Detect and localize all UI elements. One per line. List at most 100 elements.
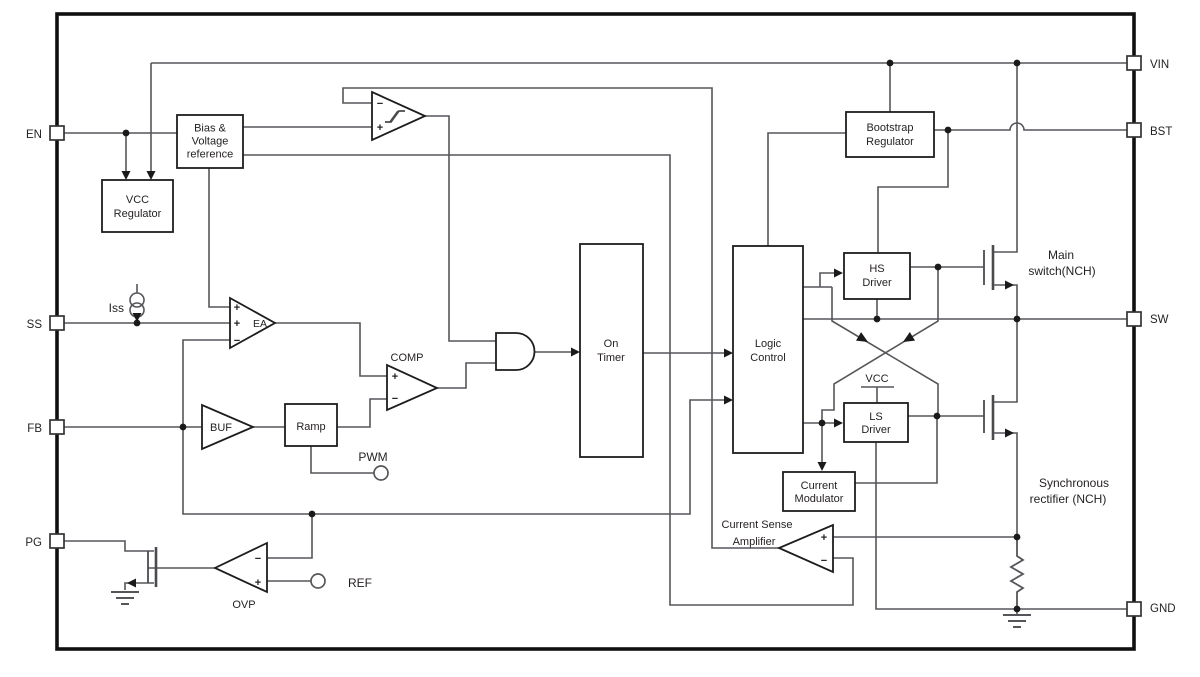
csa-plus-sign: +	[821, 532, 827, 544]
ea-amplifier	[229, 296, 277, 350]
wire-cross-hs-to-ls	[821, 267, 939, 423]
logic-label-2: Control	[750, 352, 785, 364]
wire-pg-drain	[64, 540, 154, 552]
iss-label: Iss	[109, 301, 124, 315]
wire-csa-out-to-schmitt-minus	[342, 87, 779, 549]
buf-amplifier	[201, 403, 256, 451]
ontimer-label-2: Timer	[597, 352, 625, 364]
ic-outline	[55, 12, 1136, 651]
hs-driver-label-2: Driver	[862, 277, 892, 289]
csa-label-2: Amplifier	[733, 536, 776, 548]
schmitt-plus-sign: +	[377, 122, 383, 134]
junction-dots	[122, 59, 1021, 613]
main-switch-mosfet	[983, 63, 1018, 319]
block-bootstrap-regulator	[845, 111, 935, 158]
current-sense-amplifier	[776, 523, 834, 574]
logic-label-1: Logic	[755, 338, 782, 350]
pin-gnd-pad	[1126, 601, 1142, 617]
pwm-terminal	[373, 465, 389, 481]
wire-ls-gnd-rail	[875, 442, 1127, 610]
bias-label-1: Bias &	[194, 123, 226, 135]
main-switch-label-1: Main	[1048, 248, 1074, 262]
main-fet-arrow	[1005, 280, 1014, 290]
ea-plus-mid-sign: +	[234, 318, 240, 330]
bootstrap-label-2: Regulator	[866, 136, 914, 148]
iss-current-source	[129, 292, 145, 322]
arrow-into-logic-2	[724, 395, 733, 405]
ovp-minus-sign: −	[255, 553, 261, 565]
junction-dot	[886, 59, 894, 67]
ref-label: REF	[348, 576, 372, 590]
pin-en-pad	[49, 125, 65, 141]
junction-dot	[934, 263, 942, 271]
labels: EN SS FB PG VIN BST SW GND Bias & Voltag…	[25, 59, 1175, 615]
wire-ea-out-to-comp	[275, 322, 387, 377]
pin-fb-label: FB	[27, 423, 42, 435]
ovp-label: OVP	[232, 599, 255, 611]
arrow-vin-vccreg	[146, 171, 156, 180]
wire-hs-input-step	[819, 272, 836, 287]
main-switch-label-2: switch(NCH)	[1028, 264, 1095, 278]
junction-dot	[873, 315, 881, 323]
pg-mosfet	[127, 547, 158, 588]
wire-bootstrap-to-hsdriver	[877, 130, 949, 253]
junction-dot	[1013, 59, 1021, 67]
ontimer-label-1: On	[604, 338, 619, 350]
pin-ss-label: SS	[27, 319, 43, 331]
pin-pg-pad	[49, 533, 65, 549]
wire-ovp-minus-tap	[267, 514, 313, 559]
wire-ls-vcc-supply	[861, 386, 894, 403]
vccreg-label-2: Regulator	[114, 208, 162, 220]
currmod-label-2: Modulator	[795, 493, 844, 505]
sync-fet-arrow	[1005, 428, 1014, 438]
pin-bst-pad	[1126, 122, 1142, 138]
junction-dot	[179, 423, 187, 431]
wire-bias-to-csa-minus	[243, 154, 854, 606]
junction-dot	[1013, 533, 1021, 541]
junction-dot	[122, 129, 130, 137]
block-ls-driver	[843, 402, 909, 443]
arrow-cross-left	[903, 332, 915, 342]
buf-label: BUF	[210, 422, 232, 434]
block-hs-driver	[843, 252, 911, 300]
ea-label: EA	[253, 318, 267, 330]
wire-bias-to-ea-plus	[208, 168, 230, 308]
sync-rectifier-mosfet	[983, 319, 1018, 537]
ref-terminal	[310, 573, 326, 589]
junction-dot	[1013, 605, 1021, 613]
junction-dot	[933, 412, 941, 420]
junction-dot	[133, 319, 141, 327]
sync-rect-label-1: Synchronous	[1039, 476, 1109, 490]
wire-fb-ea-minus-logic	[182, 339, 726, 515]
main-fet-drain	[993, 63, 1018, 253]
wire-bootstrap-to-bst-hop	[934, 122, 1127, 131]
block-logic-control	[732, 245, 804, 454]
comp-comparator	[386, 363, 440, 412]
pin-gnd-label: GND	[1150, 603, 1176, 615]
block-ramp	[284, 403, 338, 447]
ea-plus-top-sign: +	[234, 302, 240, 314]
arrow-cross-right	[855, 332, 868, 342]
ovp-comparator	[212, 541, 268, 594]
pin-sw-label: SW	[1150, 314, 1169, 326]
csa-minus-sign: −	[821, 555, 827, 567]
hysteresis-icon	[385, 110, 405, 123]
sync-fet-source	[993, 432, 1018, 537]
pin-vin-label: VIN	[1150, 59, 1169, 71]
pin-bst-label: BST	[1150, 126, 1172, 138]
wire-comp-out-to-and	[437, 362, 496, 389]
arrow-en-vccreg	[121, 171, 131, 180]
currmod-label-1: Current	[801, 480, 838, 492]
sense-resistor	[1009, 537, 1025, 609]
ls-driver-label-1: LS	[869, 411, 882, 423]
junction-dot	[944, 126, 952, 134]
junction-dot	[308, 510, 316, 518]
junction-dot	[818, 419, 826, 427]
schmitt-minus-sign: −	[377, 98, 383, 110]
pg-fet-arrow	[127, 578, 136, 588]
sync-fet-drain	[993, 319, 1018, 403]
arrow-into-logic-1	[724, 348, 733, 358]
pin-sw-pad	[1126, 311, 1142, 327]
